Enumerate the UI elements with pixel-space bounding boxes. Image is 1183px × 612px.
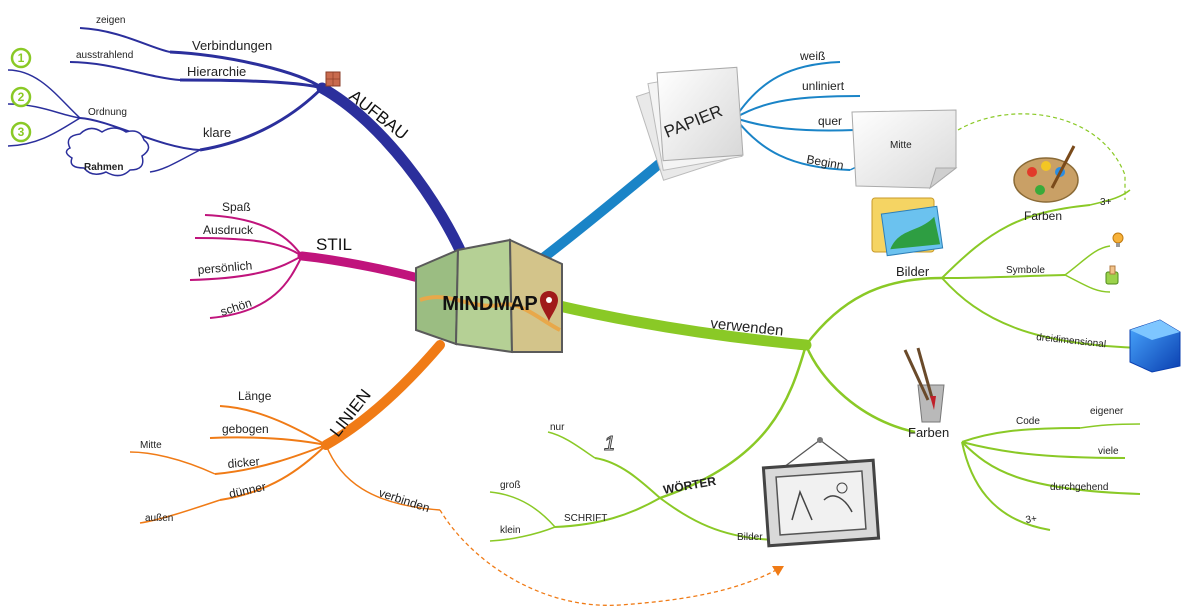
- ordnung-label: Ordnung: [88, 107, 127, 118]
- linien-mitte-label: Mitte: [140, 440, 162, 451]
- center-title: MINDMAP: [442, 293, 538, 315]
- number-two-icon: [10, 86, 32, 108]
- ausdruck-label: Ausdruck: [203, 223, 254, 237]
- rahmen-label: Rahmen: [84, 162, 123, 173]
- number-three-label: 3: [18, 125, 25, 139]
- verwenden-branch: verwenden Bilder Farben 3+ Symbole: [489, 145, 1181, 548]
- papier-mitte-label: Mitte: [890, 140, 912, 151]
- eigener-label: eigener: [1090, 406, 1124, 417]
- verbinden-label: verbinden: [377, 486, 431, 516]
- woerter-label: WÖRTER: [662, 473, 717, 497]
- dreidimensional-label: dreidimensional: [1036, 332, 1107, 350]
- number-one-icon: [10, 47, 32, 69]
- duenner-label: dünner: [228, 479, 267, 500]
- beginn-label: Beginn: [805, 152, 844, 172]
- unliniert-label: unliniert: [802, 79, 845, 93]
- thumbs-up-icon: [1105, 265, 1119, 285]
- verbindungen-label: Verbindungen: [192, 38, 272, 53]
- linien-branch: LINIEN Länge gebogen dicker dünner verbi…: [129, 340, 784, 606]
- laenge-label: Länge: [238, 389, 272, 403]
- quer-label: quer: [818, 114, 842, 128]
- stil-branch: STIL Spaß Ausdruck persönlich schön: [189, 200, 437, 319]
- ausstrahlend-label: ausstrahlend: [76, 50, 133, 61]
- paint-bucket-icon: [903, 347, 945, 423]
- picture-folder-icon: [871, 197, 944, 257]
- klein-label: klein: [500, 525, 521, 536]
- aufbau-branch: 1 2 3 AUFBAU Verbindungen Hierarchie kla…: [7, 15, 474, 274]
- page-curl-icon: [851, 109, 958, 190]
- schrift-label: SCHRIFT: [564, 513, 607, 524]
- rahmen-cloud: [65, 127, 150, 177]
- farben-label: Farben: [908, 425, 949, 440]
- zeigen-label: zeigen: [96, 15, 125, 26]
- hierarchie-label: Hierarchie: [187, 64, 246, 79]
- schoen-label: schön: [219, 296, 254, 319]
- bilder-label: Bilder: [896, 264, 930, 279]
- number-two-label: 2: [18, 90, 25, 104]
- weiss-label: weiß: [799, 49, 825, 63]
- one-symbol-label: 1: [604, 433, 615, 455]
- number-three-icon: [10, 121, 32, 143]
- gross-label: groß: [500, 480, 521, 491]
- bilder-farben-label: Farben: [1024, 209, 1062, 223]
- aussen-label: außen: [145, 513, 173, 524]
- symbole-label: Symbole: [1006, 265, 1045, 276]
- woerter-bilder-label: Bilder: [737, 532, 763, 543]
- spass-label: Spaß: [222, 200, 251, 214]
- gebogen-label: gebogen: [222, 422, 269, 436]
- durchgehend-label: durchgehend: [1050, 482, 1108, 493]
- paper-stack-icon: [635, 66, 744, 181]
- papier-branch: PAPIER weiß unliniert quer Beginn Mitte: [525, 49, 1126, 273]
- farben-three-plus-label: 3+: [1100, 197, 1112, 208]
- stil-title: STIL: [316, 235, 352, 254]
- nur-label: nur: [550, 422, 565, 433]
- lightbulb-icon: [1112, 232, 1124, 247]
- center-map-icon: MINDMAP: [415, 238, 563, 354]
- viele-label: viele: [1098, 446, 1119, 457]
- klare-label: klare: [203, 125, 231, 140]
- cube-icon: [1129, 319, 1181, 373]
- persoenlich-label: persönlich: [197, 258, 253, 277]
- dicker-label: dicker: [227, 454, 260, 471]
- palette-icon: [1013, 145, 1079, 203]
- code-label: Code: [1016, 416, 1040, 427]
- framed-picture-icon: [761, 437, 881, 548]
- farben-three-plus-sub-label: 3+: [1025, 513, 1038, 526]
- number-one-label: 1: [18, 51, 25, 65]
